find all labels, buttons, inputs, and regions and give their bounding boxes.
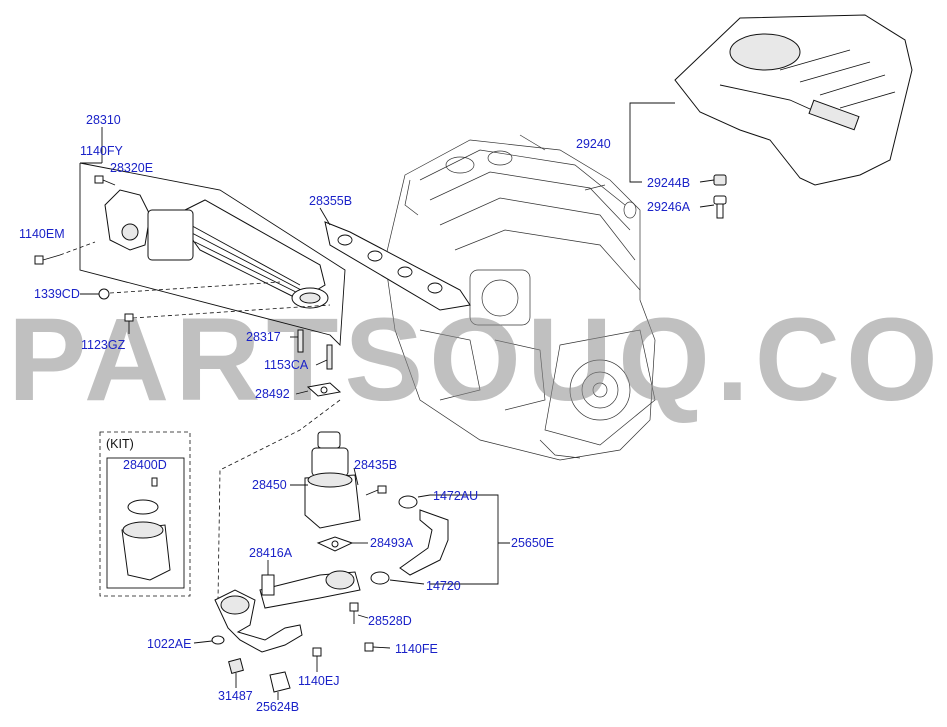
- egr-cooler-part[interactable]: [174, 199, 329, 309]
- kit-inner-box: [106, 457, 185, 589]
- label-28320E[interactable]: 28320E: [110, 161, 153, 175]
- label-28310[interactable]: 28310: [86, 113, 121, 127]
- bolt-28528D-part[interactable]: [349, 602, 359, 624]
- label-28416A[interactable]: 28416A: [249, 546, 293, 560]
- stud-1153CA-part[interactable]: [326, 344, 333, 370]
- label-28492[interactable]: 28492: [255, 387, 290, 401]
- bolt-28435B-part[interactable]: [365, 485, 387, 496]
- bolt-1123GZ-part[interactable]: [124, 313, 134, 334]
- coolant-hose-part[interactable]: [399, 509, 449, 576]
- label-28528D[interactable]: 28528D: [368, 614, 412, 628]
- label-1140FY[interactable]: 1140FY: [80, 144, 124, 158]
- label-28450[interactable]: 28450: [252, 478, 287, 492]
- assembly-box-28310: [79, 162, 346, 347]
- label-25624B[interactable]: 25624B: [256, 700, 299, 714]
- bolt-1140EM-part[interactable]: [34, 254, 61, 265]
- bolt-1140FY-part[interactable]: [94, 175, 116, 186]
- egr-valve-kit-part[interactable]: [121, 477, 171, 581]
- nut-1339CD-part[interactable]: [98, 288, 110, 300]
- label-29246A[interactable]: 29246A: [647, 200, 691, 214]
- washer-1022AE-part[interactable]: [211, 635, 225, 645]
- egr-valve-part[interactable]: [304, 431, 361, 529]
- label-1140FE[interactable]: 1140FE: [395, 642, 438, 656]
- kit-label: (KIT): [106, 437, 134, 451]
- gasket-28492-part[interactable]: [306, 382, 342, 397]
- label-28435B[interactable]: 28435B: [354, 458, 397, 472]
- label-25650E[interactable]: 25650E: [511, 536, 554, 550]
- cover-grommet-part[interactable]: [713, 174, 727, 186]
- bolt-1140EJ-part[interactable]: [312, 647, 322, 672]
- engine-cover-part[interactable]: [674, 14, 913, 186]
- hose-clamp-14720-part[interactable]: [370, 571, 390, 585]
- label-28493A[interactable]: 28493A: [370, 536, 414, 550]
- label-1472AU[interactable]: 1472AU: [433, 489, 478, 503]
- label-14720[interactable]: 14720: [426, 579, 461, 593]
- egr-pipe-part[interactable]: [214, 570, 361, 653]
- stud-28317-part[interactable]: [297, 329, 304, 353]
- cover-mounting-pin-part[interactable]: [713, 195, 727, 219]
- bracket-25624B-part[interactable]: [269, 671, 291, 693]
- egr-actuator-28320E[interactable]: [104, 189, 194, 261]
- label-28317[interactable]: 28317: [246, 330, 281, 344]
- kit-box: [99, 431, 191, 597]
- label-1339CD[interactable]: 1339CD: [34, 287, 80, 301]
- label-1140EJ[interactable]: 1140EJ: [298, 674, 339, 688]
- label-1123GZ[interactable]: 1123GZ: [81, 338, 126, 352]
- manifold-gasket-28355B[interactable]: [324, 221, 471, 311]
- label-1153CA[interactable]: 1153CA: [264, 358, 309, 372]
- leader-25650E: [430, 494, 510, 585]
- gasket-28493A-part[interactable]: [316, 536, 354, 552]
- label-28355B[interactable]: 28355B: [309, 194, 352, 208]
- label-1140EM[interactable]: 1140EM: [19, 227, 65, 241]
- watermark-text: PARTSOUQ.COM: [8, 294, 947, 426]
- label-29244B[interactable]: 29244B: [647, 176, 690, 190]
- leader-29244B: [699, 179, 715, 183]
- label-29240[interactable]: 29240: [576, 137, 611, 151]
- leader-29246A: [699, 204, 715, 208]
- label-1022AE[interactable]: 1022AE: [147, 637, 191, 651]
- engine-block-illustration: [384, 134, 656, 461]
- hose-clamp-1472AU-part[interactable]: [398, 495, 418, 509]
- leader-29240: [629, 102, 675, 183]
- label-28400D[interactable]: 28400D: [123, 458, 167, 472]
- label-31487[interactable]: 31487: [218, 689, 253, 703]
- clip-31487-part[interactable]: [228, 658, 244, 674]
- bolt-1140FE-part[interactable]: [364, 642, 391, 652]
